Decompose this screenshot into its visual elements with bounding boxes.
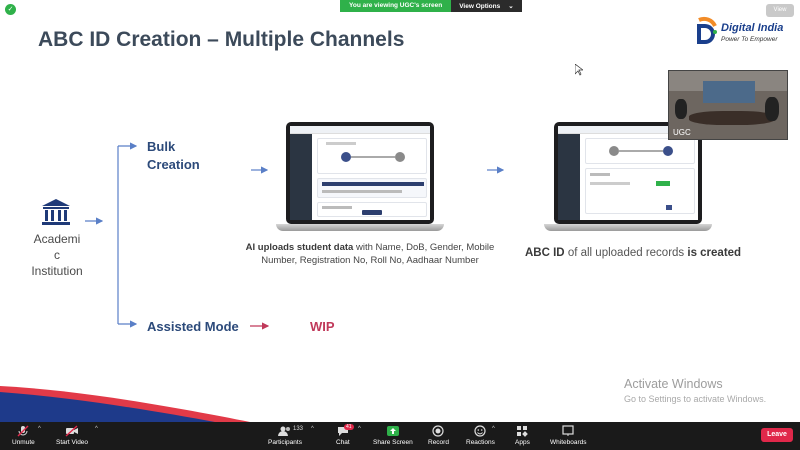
chevron-down-icon: ⌄ [508, 3, 514, 10]
created-caption-part-1: ABC ID [525, 247, 565, 259]
institution-line-3: Institution [31, 264, 83, 278]
upload-caption: AI uploads student data with Name, DoB, … [245, 241, 495, 267]
participant-video[interactable]: UGC [668, 70, 788, 140]
record-label: Record [428, 439, 449, 446]
laptop-screen [558, 126, 698, 220]
reactions-label: Reactions [466, 439, 495, 446]
created-caption-part-2: of all uploaded records [564, 247, 688, 259]
participants-options-chevron-icon[interactable]: ^ [311, 426, 314, 432]
reactions-button[interactable]: Reactions [466, 425, 495, 446]
smiley-icon [474, 425, 487, 437]
activate-windows-title: Activate Windows [624, 377, 723, 391]
security-shield-icon[interactable]: ✓ [5, 4, 16, 15]
chat-badge: 41 [344, 424, 354, 430]
created-caption-part-3: is created [687, 247, 742, 259]
record-icon [432, 425, 445, 437]
laptop-upload-screen [276, 122, 444, 234]
participants-icon [277, 426, 290, 436]
participants-label: Participants [268, 439, 302, 446]
share-screen-button[interactable]: Share Screen [373, 425, 413, 446]
participant-name: UGC [673, 128, 691, 137]
digital-india-logo: Digital India Power To Empower [693, 16, 783, 50]
digital-india-mark-icon [697, 16, 717, 44]
upload-caption-bold: AI uploads student data [245, 242, 354, 253]
whiteboards-label: Whiteboards [550, 439, 587, 446]
unmute-label: Unmute [12, 439, 35, 446]
participants-button[interactable]: Participants [268, 425, 302, 446]
decorative-waves [0, 386, 250, 422]
bulk-line-2: Creation [147, 157, 200, 172]
mouse-cursor-icon [575, 64, 583, 76]
institution-line-2: c [54, 248, 60, 262]
institution-label: Academi c Institution [25, 231, 89, 279]
meeting-toolbar: Unmute ^ Start Video ^ Participants 133 … [0, 422, 800, 450]
apps-icon [517, 426, 529, 437]
reactions-options-chevron-icon[interactable]: ^ [492, 426, 495, 432]
logo-name: Digital India [721, 22, 784, 34]
share-screen-icon [386, 426, 399, 436]
bulk-creation-label: Bulk Creation [147, 138, 217, 174]
logo-tagline: Power To Empower [721, 36, 778, 43]
apps-button[interactable]: Apps [515, 425, 530, 446]
wip-label: WIP [310, 319, 335, 334]
viewing-screen-label: You are viewing UGC's screen [340, 0, 452, 12]
upload-caption-rest: with Name, DoB, Gender, Mobile [353, 242, 495, 253]
start-video-label: Start Video [56, 439, 89, 446]
apps-label: Apps [515, 439, 530, 446]
slide-title: ABC ID Creation – Multiple Channels [38, 28, 405, 51]
chat-options-chevron-icon[interactable]: ^ [358, 426, 361, 432]
laptop-screen [290, 126, 430, 220]
unmute-button[interactable]: Unmute [12, 425, 35, 446]
whiteboards-button[interactable]: Whiteboards [550, 425, 587, 446]
video-options-chevron-icon[interactable]: ^ [95, 426, 98, 432]
upload-caption-line-2: Number, Registration No, Roll No, Aadhaa… [261, 255, 479, 266]
view-button[interactable]: View [766, 4, 794, 17]
whiteboard-icon [562, 425, 574, 436]
microphone-muted-icon [17, 425, 29, 437]
activate-windows-subtitle: Go to Settings to activate Windows. [624, 394, 767, 404]
record-button[interactable]: Record [428, 425, 449, 446]
institution-building-icon [42, 199, 70, 225]
assisted-mode-label: Assisted Mode [147, 319, 239, 334]
chat-label: Chat [336, 439, 350, 446]
bulk-line-1: Bulk [147, 139, 176, 154]
video-off-icon [65, 425, 79, 437]
share-banner: You are viewing UGC's screen View Option… [340, 0, 522, 12]
start-video-button[interactable]: Start Video [56, 425, 88, 446]
view-options-label: View Options [459, 2, 501, 10]
participants-count: 133 [293, 426, 304, 432]
institution-line-1: Academi [33, 232, 81, 246]
share-screen-label: Share Screen [373, 439, 413, 446]
chat-button[interactable]: 41 Chat [336, 424, 354, 446]
created-caption: ABC ID of all uploaded records is create… [525, 247, 741, 259]
view-options-button[interactable]: View Options ⌄ [451, 0, 522, 12]
leave-button[interactable]: Leave [761, 428, 793, 442]
unmute-options-chevron-icon[interactable]: ^ [38, 426, 41, 432]
